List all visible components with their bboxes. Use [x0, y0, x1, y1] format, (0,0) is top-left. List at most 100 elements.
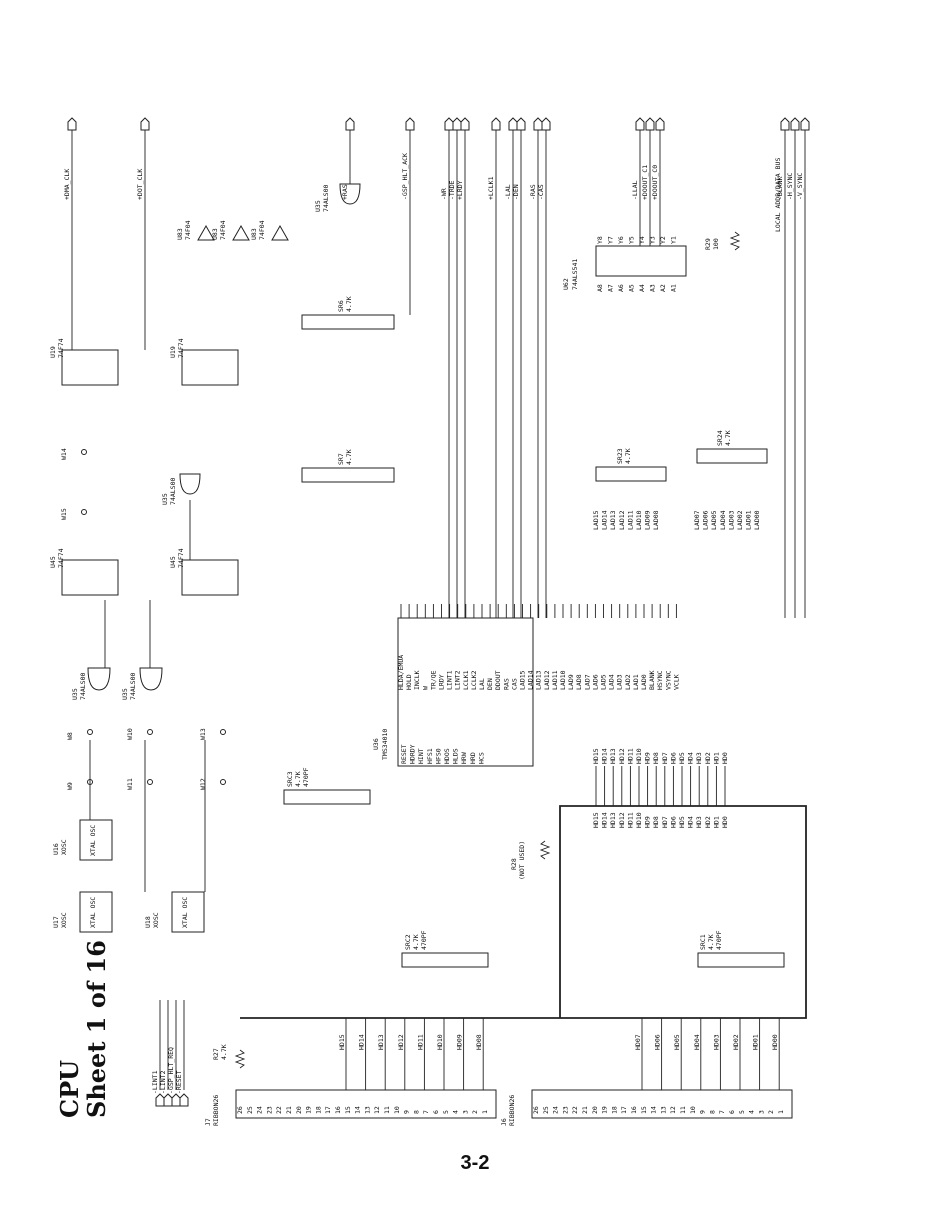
- j7-pin-number: 22: [275, 1106, 283, 1114]
- u83a-gate: [197, 224, 215, 241]
- signal-label: -GSP_HLT_REQ: [167, 1047, 175, 1094]
- r28-ref: R28: [510, 858, 518, 870]
- jumper-contact: [147, 729, 153, 735]
- osc-wires: [89, 740, 206, 892]
- u36-pin-label: VCLK: [672, 674, 680, 690]
- hd-bus-label-j6: HD03: [712, 1034, 720, 1050]
- hd-bus-label-j7: HD12: [397, 1034, 405, 1050]
- src1-body: [697, 952, 785, 968]
- u36-pin-label: HSYNC: [656, 670, 664, 690]
- jumper-contact: [87, 729, 93, 735]
- u17-label: XTAL OSC: [89, 897, 97, 928]
- hd-line-label: HD0: [721, 816, 729, 828]
- u45b-body: [181, 559, 239, 596]
- j6-pin-number: 12: [669, 1106, 677, 1114]
- j6-pin-number: 15: [640, 1106, 648, 1114]
- u36-pin-label: TR/QE: [429, 670, 437, 690]
- offpage-connector: [460, 117, 470, 131]
- offpage-connector: [155, 1093, 165, 1107]
- u36-pin-label: HD13: [609, 748, 617, 764]
- u36-pin-label: LAD13: [535, 670, 543, 690]
- sr24-body: [696, 448, 768, 464]
- u36-pin-label: DEN: [486, 678, 494, 690]
- u35a-part: 74ALS00: [79, 673, 87, 700]
- j7-pin-number: 18: [314, 1106, 322, 1114]
- u35c-part: 74ALS00: [169, 478, 177, 505]
- hd-bus-label-j6: HD05: [673, 1034, 681, 1050]
- signal-label: -DEN: [512, 184, 520, 200]
- src3-r: 4.7K: [294, 771, 302, 787]
- j7-pin-number: 11: [383, 1106, 391, 1114]
- lad-line-label: LAD07: [693, 510, 701, 530]
- hd-bus-label-j6: HD01: [752, 1034, 760, 1050]
- sr7-body: [301, 467, 395, 483]
- u36-pin-label: HD14: [601, 748, 609, 764]
- jumper-contact: [81, 449, 87, 455]
- signal-label: +LRDY: [456, 180, 464, 200]
- src1-c: 470PF: [715, 930, 723, 950]
- u36-pin-label: HD4: [687, 752, 695, 764]
- jumper-label: W13: [199, 728, 207, 740]
- hd-line-label: HD11: [626, 812, 634, 828]
- u83b-gate: [232, 224, 250, 241]
- u62-pin-label: A3: [649, 284, 657, 292]
- hd-bus-label-j6: HD02: [732, 1034, 740, 1050]
- hd-line-label: HD12: [618, 812, 626, 828]
- u36-body: [397, 617, 534, 767]
- sr24-ref: SR24: [716, 430, 724, 446]
- src3-ref: SRC3: [286, 771, 294, 787]
- r27-value: 4.7K: [220, 1044, 228, 1060]
- j7-pin-number: 21: [285, 1106, 293, 1114]
- j7-type: RIBBON26: [212, 1095, 220, 1126]
- u36-pin-label: LINT2: [454, 670, 462, 690]
- u36-ref: U36: [372, 738, 380, 750]
- u17-type: XOSC: [60, 912, 68, 928]
- signal-label: -GSP_HLT_ACK: [401, 153, 409, 200]
- src2-body: [401, 952, 489, 968]
- jumper-label: W12: [199, 778, 207, 790]
- u36-pin-label: HD5: [678, 752, 686, 764]
- u18-label: XTAL OSC: [181, 897, 189, 928]
- u83c-gate: [271, 224, 289, 241]
- u36-pin-label: BLANK: [648, 670, 656, 690]
- u45a-ref: U45: [49, 556, 57, 568]
- lad-line-label: LAD06: [702, 510, 710, 530]
- lad-line-label: LAD13: [609, 510, 617, 530]
- offpage-connector: [516, 117, 526, 131]
- hd-line-label: HD5: [678, 816, 686, 828]
- hd-line-label: HD10: [635, 812, 643, 828]
- r29-symbol: [729, 231, 741, 251]
- src3-c: 470PF: [302, 767, 310, 787]
- signal-label: -LAL: [504, 184, 512, 200]
- signal-label: -H_SYNC: [786, 173, 794, 200]
- u62-pin-label: A8: [596, 284, 604, 292]
- u35c-ref: U35: [161, 493, 169, 505]
- j6-pin-number: 11: [679, 1106, 687, 1114]
- lad-line-label: LAD11: [626, 510, 634, 530]
- u36-pin-label: LINT1: [446, 670, 454, 690]
- j6-pin-number: 16: [630, 1106, 638, 1114]
- local-bus-label: LOCAL ADDR/DATA BUS: [774, 158, 782, 232]
- u36-part: TMS34010: [381, 729, 389, 760]
- u36-pin-label: DDOUT: [494, 670, 502, 690]
- offpage-connector: [508, 117, 518, 131]
- u35c-gate: [179, 473, 201, 495]
- j6-pin-number: 8: [708, 1110, 716, 1114]
- u83a-part: 74F04: [184, 220, 192, 240]
- offpage-connector: [635, 117, 645, 131]
- u35d-part: 74ALS00: [322, 185, 330, 212]
- sync-wires: [784, 130, 806, 618]
- u36-pin-label: HD1: [712, 752, 720, 764]
- j7-pin-number: 5: [442, 1110, 450, 1114]
- hd-line-label: HD3: [695, 816, 703, 828]
- u19a-ref: U19: [49, 346, 57, 358]
- u45b-ref: U45: [169, 556, 177, 568]
- j7-pin-number: 12: [373, 1106, 381, 1114]
- static-wiring: U36 TMS34010 U62 74ALS541 U19 74F74 U19 …: [49, 130, 807, 1126]
- jumper-label: W10: [126, 728, 134, 740]
- sr23-ref: SR23: [616, 448, 624, 464]
- u36-pin-label: LAD5: [600, 674, 608, 690]
- signal-label: -TRDE: [448, 180, 456, 200]
- sr7-value: 4.7K: [345, 449, 353, 465]
- u36-pin-label: LCLK1: [462, 670, 470, 690]
